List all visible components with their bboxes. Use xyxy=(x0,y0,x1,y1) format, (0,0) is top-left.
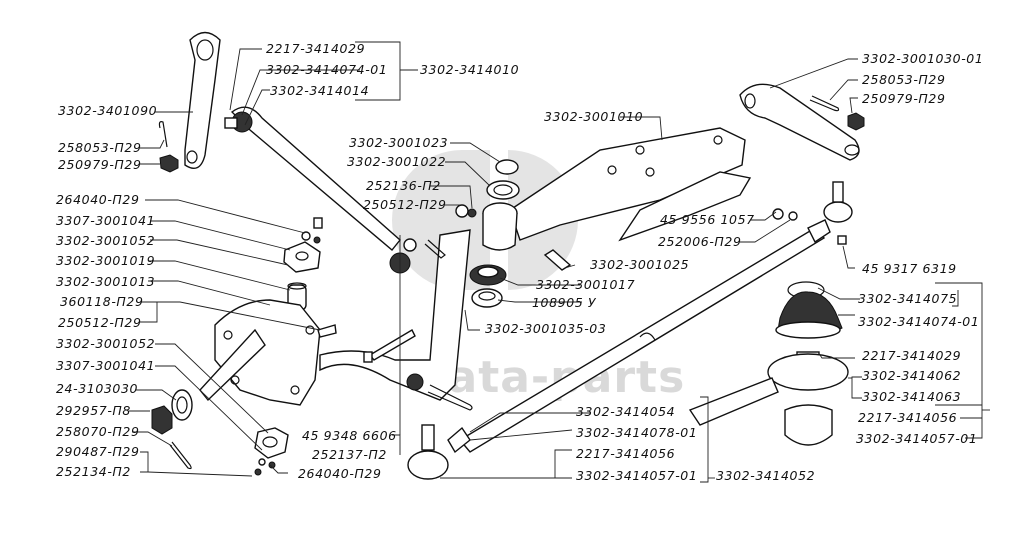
label-250979-p29-right[interactable]: 250979-П29 xyxy=(862,91,946,106)
label-3302-3414052[interactable]: 3302-3414052 xyxy=(716,468,816,483)
leader-lines xyxy=(128,41,990,483)
label-3302-3001025[interactable]: 3302-3001025 xyxy=(590,257,690,272)
label-45-9348-6606[interactable]: 45 9348 6606 xyxy=(302,428,397,443)
label-264040-p29-a[interactable]: 264040-П29 xyxy=(56,192,140,207)
label-3307-3001041-b[interactable]: 3307-3001041 xyxy=(56,358,156,373)
label-252006-p29[interactable]: 252006-П29 xyxy=(658,234,742,249)
label-250512-p29-a[interactable]: 250512-П29 xyxy=(58,315,142,330)
label-250512-p29-b[interactable]: 250512-П29 xyxy=(363,197,447,212)
washer-large xyxy=(486,180,520,200)
front-axle-beam xyxy=(509,127,752,242)
cotter-pin-spindle xyxy=(169,441,192,470)
label-3302-3414054[interactable]: 3302-3414054 xyxy=(576,404,676,419)
cover-plate-upper xyxy=(283,217,323,273)
label-3302-3001022[interactable]: 3302-3001022 xyxy=(347,154,447,169)
label-3302-3414078-01[interactable]: 3302-3414078-01 xyxy=(576,425,698,440)
drag-link xyxy=(224,106,401,251)
label-24-3103030[interactable]: 24-3103030 xyxy=(56,381,139,396)
label-292957-p8[interactable]: 292957-П8 xyxy=(56,403,131,418)
label-3302-3001019[interactable]: 3302-3001019 xyxy=(56,253,156,268)
label-45-9317-6319[interactable]: 45 9317 6319 xyxy=(862,261,957,276)
label-3302-3001023[interactable]: 3302-3001023 xyxy=(349,135,449,150)
label-3302-3001013[interactable]: 3302-3001013 xyxy=(56,274,156,289)
dust-boot xyxy=(775,291,843,339)
castle-nut-left xyxy=(159,154,179,173)
nut-and-lock xyxy=(455,204,477,218)
castle-nut-spindle xyxy=(151,405,173,435)
label-3302-3001010[interactable]: 3302-3001010 xyxy=(544,109,644,124)
spindle-washer xyxy=(171,389,193,421)
label-258070-p29[interactable]: 258070-П29 xyxy=(56,424,140,439)
cotter-pin-right xyxy=(809,95,840,112)
label-45-9556-1057[interactable]: 45 9556 1057 xyxy=(660,212,755,227)
label-3302-3414014[interactable]: 3302-3414014 xyxy=(270,83,370,98)
steering-arm-right xyxy=(739,83,860,161)
label-258053-p29-left[interactable]: 258053-П29 xyxy=(58,140,142,155)
label-264040-p29-b[interactable]: 264040-П29 xyxy=(298,466,382,481)
steering-arm-lower xyxy=(319,229,473,411)
label-3302-3001052-a[interactable]: 3302-3001052 xyxy=(56,233,156,248)
label-3302-3414057-01-right[interactable]: 3302-3414057-01 xyxy=(856,431,978,446)
grease-fitting-right xyxy=(837,235,847,245)
label-250979-p29-left[interactable]: 250979-П29 xyxy=(58,157,142,172)
tie-rod-end-right xyxy=(823,181,853,223)
tie-rod-end-housing xyxy=(688,353,849,426)
label-2217-3414029-right[interactable]: 2217-3414029 xyxy=(862,348,962,363)
label-258053-p29-right[interactable]: 258053-П29 xyxy=(862,72,946,87)
label-3302-3414010[interactable]: 3302-3414010 xyxy=(420,62,520,77)
pitman-arm xyxy=(184,31,221,169)
kingpin-boss xyxy=(482,202,518,251)
label-3302-3401090[interactable]: 3302-3401090 xyxy=(58,103,158,118)
label-252134-p2[interactable]: 252134-П2 xyxy=(56,464,131,479)
castle-nut-right xyxy=(847,112,865,131)
label-2217-3414056-right[interactable]: 2217-3414056 xyxy=(858,410,958,425)
cover-plate-lower xyxy=(254,427,289,476)
label-3302-3414062[interactable]: 3302-3414062 xyxy=(862,368,962,383)
label-3302-3414057-01-bottom[interactable]: 3302-3414057-01 xyxy=(576,468,698,483)
washer-small xyxy=(495,159,519,175)
bolt-diagonal xyxy=(363,329,416,363)
label-252136-p2[interactable]: 252136-П2 xyxy=(366,178,441,193)
label-2217-3414029-top[interactable]: 2217-3414029 xyxy=(266,41,366,56)
label-108905-u[interactable]: 108905 У xyxy=(532,295,597,310)
bolt-knuckle xyxy=(317,324,337,338)
tie-rod-end-left xyxy=(407,424,471,480)
nut-459556 xyxy=(772,208,798,221)
cotter-pin-left xyxy=(158,121,168,148)
label-3302-3414063[interactable]: 3302-3414063 xyxy=(862,389,962,404)
steering-knuckle xyxy=(199,282,321,406)
label-3302-3001052-b[interactable]: 3302-3001052 xyxy=(56,336,156,351)
thrust-bearing xyxy=(469,264,507,286)
seal-ring xyxy=(471,288,503,308)
tie-rod xyxy=(458,227,826,453)
label-3302-3414075[interactable]: 3302-3414075 xyxy=(858,291,958,306)
label-3307-3001041-a[interactable]: 3307-3001041 xyxy=(56,213,156,228)
label-3302-3001030-01[interactable]: 3302-3001030-01 xyxy=(862,51,984,66)
label-2217-3414056-bottom[interactable]: 2217-3414056 xyxy=(576,446,676,461)
wedge-pin xyxy=(543,249,572,271)
label-3302-3001017[interactable]: 3302-3001017 xyxy=(536,277,636,292)
bearing-insert xyxy=(784,404,833,446)
label-3302-3001035-03[interactable]: 3302-3001035-03 xyxy=(485,321,607,336)
tie-rod-clamp-right xyxy=(807,219,831,244)
label-3302-3414074-01-top[interactable]: 3302-3414074-01 xyxy=(266,62,388,77)
label-360118-p29[interactable]: 360118-П29 xyxy=(60,294,144,309)
label-290487-p29[interactable]: 290487-П29 xyxy=(56,444,140,459)
label-3302-3414074-01-right[interactable]: 3302-3414074-01 xyxy=(858,314,980,329)
label-252137-p2[interactable]: 252137-П2 xyxy=(312,447,387,462)
